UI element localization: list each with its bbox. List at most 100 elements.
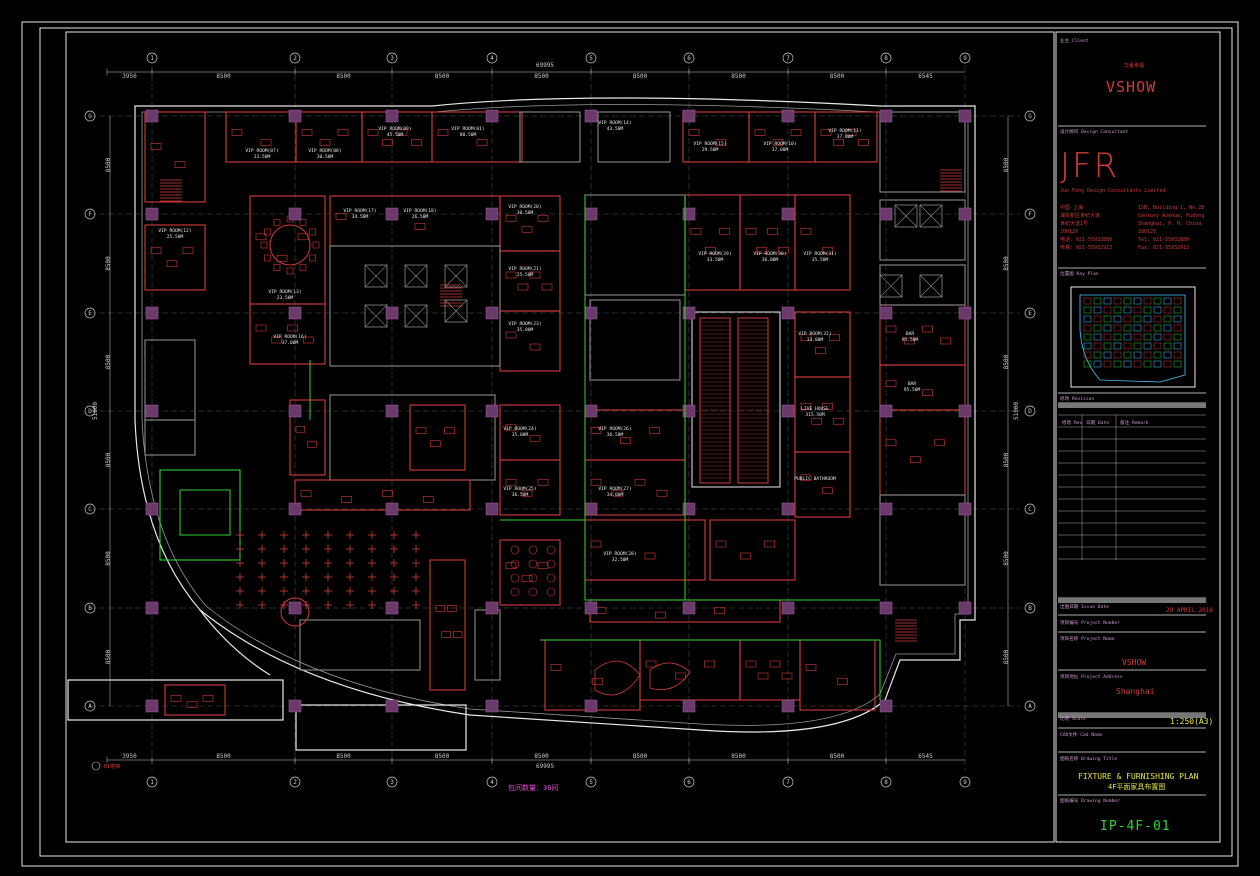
dim-value: 8500 xyxy=(534,753,549,760)
keyplan-room xyxy=(1173,324,1182,332)
keyplan-room xyxy=(1173,306,1182,314)
dim-value: 3950 xyxy=(122,753,137,760)
column xyxy=(682,502,696,516)
furniture xyxy=(590,478,602,486)
room-name: VIP ROOM(27) xyxy=(598,486,631,492)
furniture xyxy=(537,562,549,570)
grid-bubble xyxy=(959,776,971,788)
room-wall xyxy=(879,494,966,586)
keyplan-room xyxy=(1163,333,1172,341)
chair xyxy=(309,254,316,262)
drawing-title-label: 图纸名称 Drawing Title xyxy=(1060,757,1118,762)
client-name: VSHOW xyxy=(1106,78,1157,96)
keyplan-room xyxy=(1083,324,1092,332)
column xyxy=(682,699,696,713)
room-wall xyxy=(499,250,561,312)
grid-bubble xyxy=(84,602,96,614)
grid-bubble xyxy=(146,52,158,64)
issue-date-label: 出图日期 Issue Date xyxy=(1060,605,1109,610)
room-area: 32.50M xyxy=(612,557,629,563)
dim-total: 51000 xyxy=(1013,402,1020,420)
keyplan-room xyxy=(1083,342,1092,350)
bar-stool xyxy=(510,573,520,583)
furniture xyxy=(800,227,812,235)
dim-value: 8500 xyxy=(105,354,112,369)
column xyxy=(145,404,159,418)
keyplan-room xyxy=(1113,360,1122,368)
keyplan-room xyxy=(1173,297,1182,305)
furniture xyxy=(645,660,657,668)
keyplan-room xyxy=(1083,297,1092,305)
column xyxy=(145,699,159,713)
keyplan-room xyxy=(1153,297,1162,305)
keyplan-outline xyxy=(1079,294,1186,383)
furniture xyxy=(260,139,272,146)
round-table xyxy=(269,224,311,266)
grid-bubble xyxy=(84,503,96,515)
dim-value: 8500 xyxy=(105,157,112,172)
furniture xyxy=(422,496,434,503)
grid-bubble xyxy=(1024,503,1036,515)
column xyxy=(584,699,598,713)
grid-bubble xyxy=(386,52,398,64)
elevator-x xyxy=(444,299,468,323)
room-area: 33.50M xyxy=(707,257,724,263)
room-wall xyxy=(409,404,466,471)
address-line: 200120 xyxy=(1060,229,1079,235)
room-area: 29.50M xyxy=(702,147,719,153)
furniture xyxy=(688,129,700,136)
room-name: VIP ROOM(32) xyxy=(798,331,831,337)
grid-bubble xyxy=(486,776,498,788)
keyplan-room xyxy=(1133,360,1142,368)
drawing-title-cn: 4F平面家具布置图 xyxy=(1108,783,1166,791)
column xyxy=(385,699,399,713)
keyplan-room xyxy=(1113,351,1122,359)
address-line: 中国·上海 xyxy=(1060,205,1084,211)
keyplan-room xyxy=(1143,306,1152,314)
furniture xyxy=(550,664,562,671)
keyplan-room xyxy=(1123,342,1132,350)
furniture xyxy=(382,490,393,497)
keyplan-room xyxy=(1153,324,1162,332)
address-line: 世纪大道1号 xyxy=(1060,221,1089,227)
furniture xyxy=(150,247,162,255)
bar-stool xyxy=(528,573,538,583)
keyplan-room xyxy=(1143,342,1152,350)
grid-label: 6 xyxy=(687,779,691,786)
column xyxy=(682,207,696,221)
room-name: VIP ROOM(16) xyxy=(273,334,306,340)
bar-stool xyxy=(510,559,520,569)
keyplan-room xyxy=(1133,306,1142,314)
column xyxy=(145,502,159,516)
dim-value: 8500 xyxy=(216,753,231,760)
furniture xyxy=(150,143,162,150)
sheet-inner-border xyxy=(39,27,1233,857)
furniture xyxy=(922,389,933,397)
room-wall xyxy=(294,479,471,511)
grid-label: 1 xyxy=(150,779,154,786)
keyplan-room xyxy=(1083,333,1092,341)
furniture xyxy=(612,489,624,497)
consultant-logo: JFR xyxy=(1060,146,1120,186)
title-block-frame xyxy=(1055,31,1221,843)
keyplan-room xyxy=(1113,342,1122,350)
furniture xyxy=(833,139,844,146)
dim-value: 8500 xyxy=(1003,157,1010,172)
room-wall xyxy=(164,684,226,716)
keyplan-room xyxy=(1093,333,1102,341)
lounge-sofa xyxy=(649,662,691,691)
grid-label: 2 xyxy=(293,55,297,62)
room-wall xyxy=(639,639,741,701)
column xyxy=(485,109,499,123)
address-line: Shanghai, P. R. China xyxy=(1138,221,1202,227)
room-name: VIP ROOM(09) xyxy=(378,126,411,132)
room-name: VIP ROOM(26) xyxy=(598,426,631,432)
room-wall xyxy=(499,459,561,516)
grid-label: F xyxy=(1028,211,1032,218)
furniture xyxy=(858,139,869,146)
column xyxy=(145,601,159,615)
room-wall xyxy=(589,299,681,381)
